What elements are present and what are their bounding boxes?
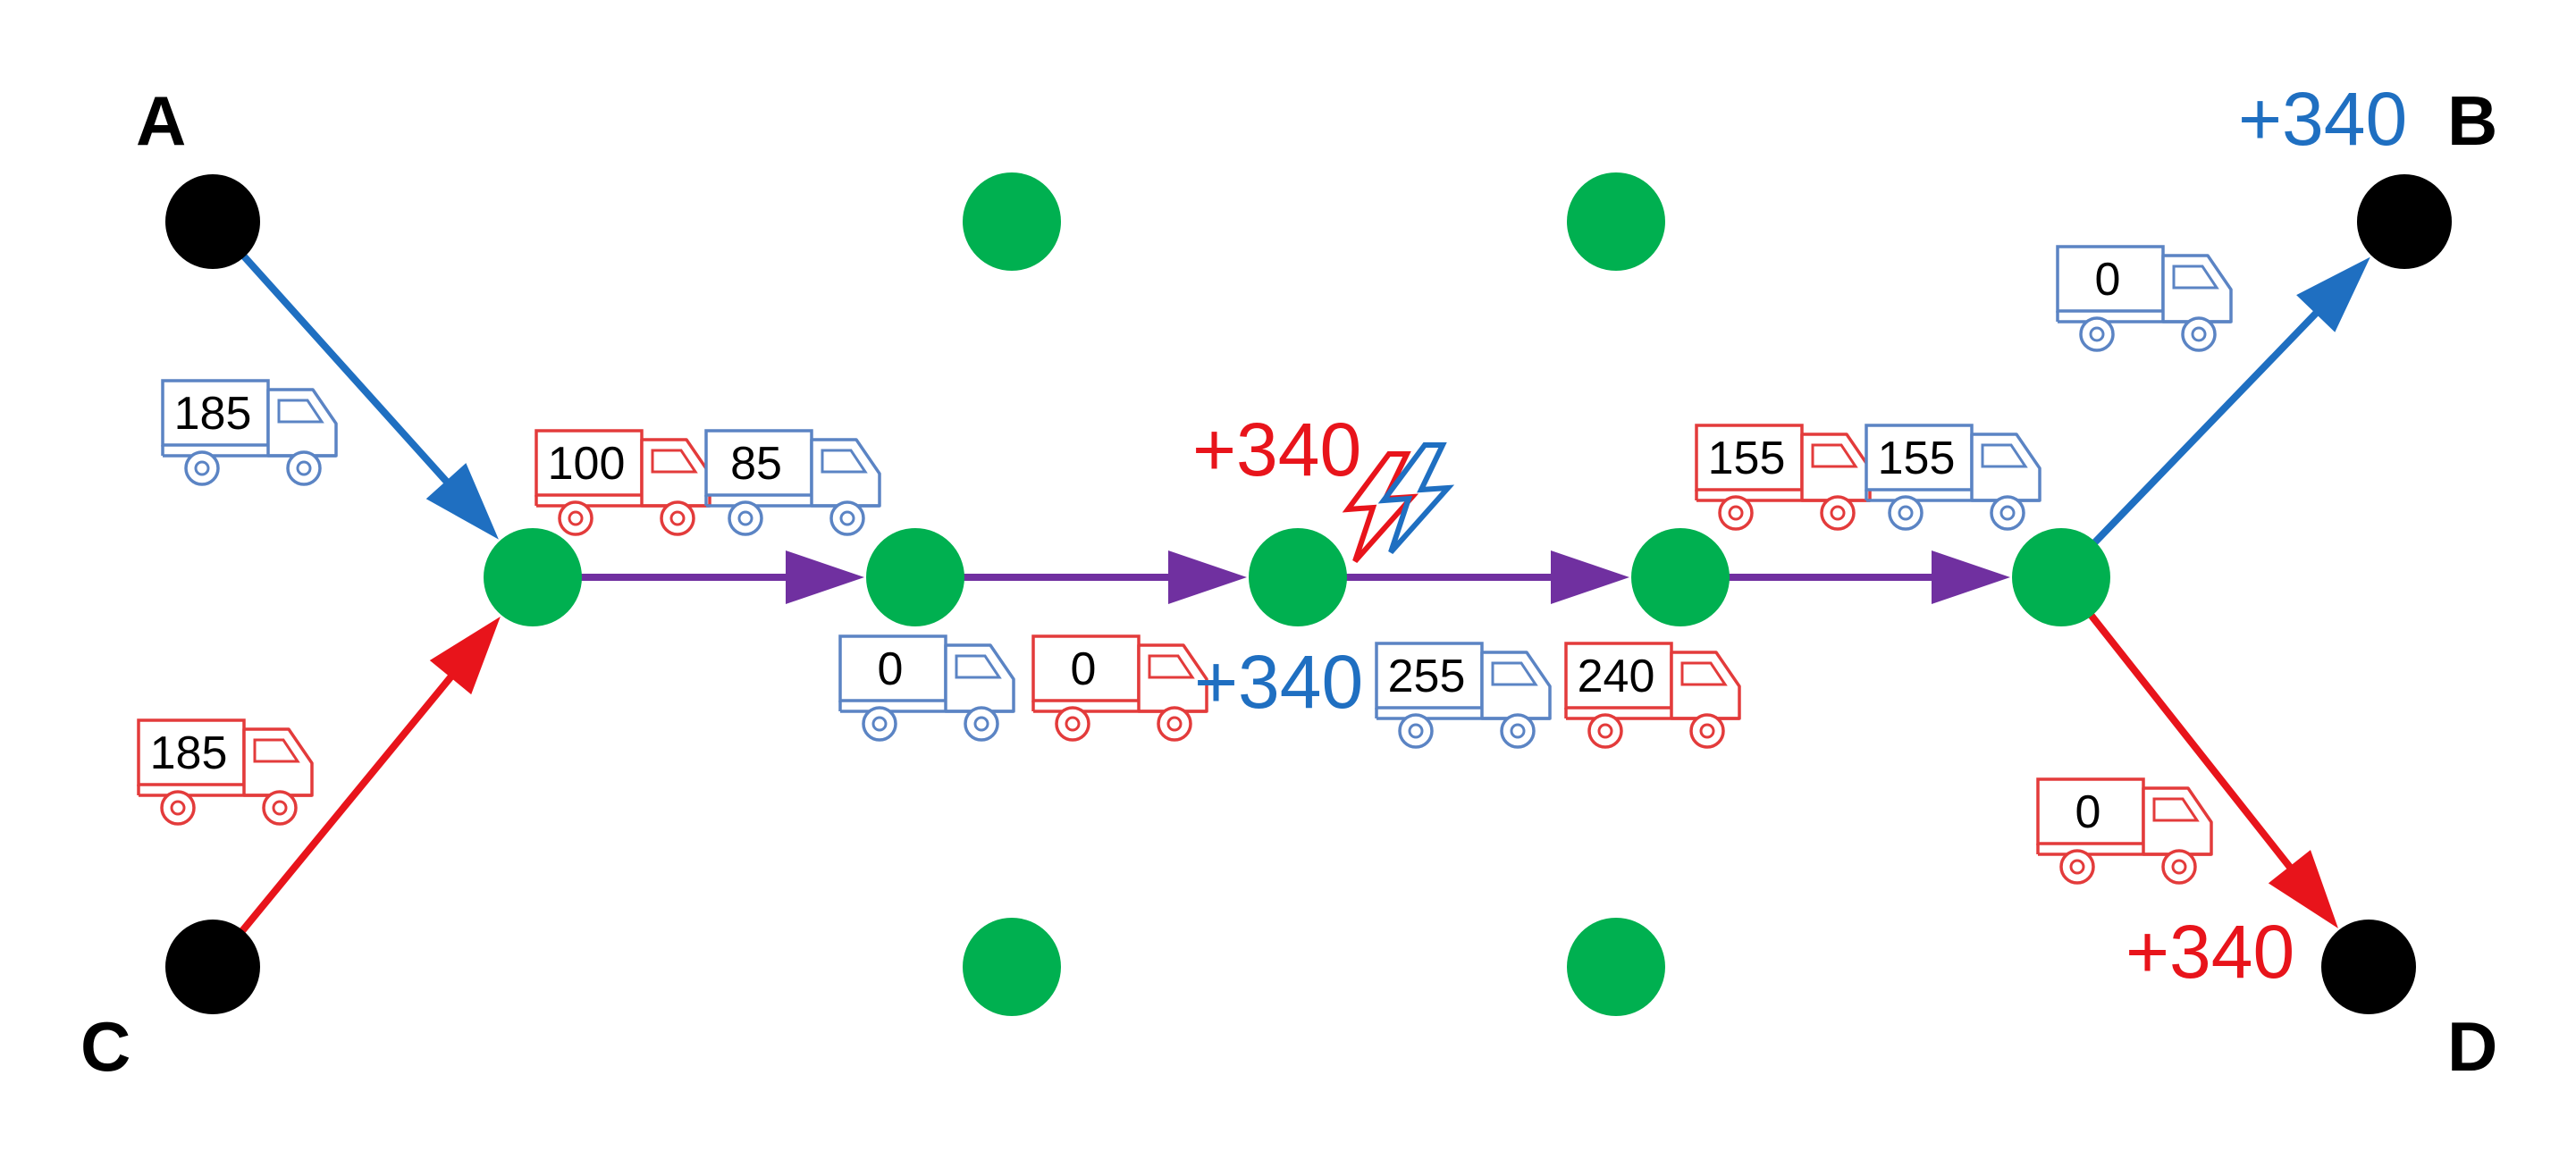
node-label-c: C — [80, 1007, 130, 1086]
truck-load-t7: 255 — [1388, 651, 1466, 702]
edge-j5-d — [2084, 608, 2338, 928]
truck-t2: 185 — [137, 718, 314, 826]
truck-t11: 0 — [2056, 245, 2233, 352]
truck-load-t11: 0 — [2095, 254, 2121, 306]
truck-t5: 0 — [838, 634, 1015, 742]
truck-t12: 0 — [2036, 777, 2213, 885]
truck-load-t2: 185 — [150, 727, 228, 779]
truck-load-t1: 185 — [174, 388, 252, 440]
node-label-a: A — [136, 81, 186, 160]
junction-node-t2 — [1567, 172, 1665, 271]
charge-label-c1: +340 — [1192, 407, 1361, 491]
junction-node-j1 — [484, 528, 582, 626]
junction-node-j5 — [2012, 528, 2110, 626]
lightning-bolt-icon — [1342, 442, 1455, 563]
edge-a-j1 — [237, 248, 499, 540]
trucks-layer: 185 185 100 85 0 0 255 240 155 155 0 0 — [137, 245, 2233, 885]
nodes-layer — [165, 172, 2452, 1016]
edge-j1-j2 — [573, 550, 864, 604]
truck-load-t8: 240 — [1578, 651, 1655, 702]
terminal-node-b — [2357, 174, 2452, 269]
truck-t4: 85 — [704, 429, 881, 536]
terminal-node-a — [165, 174, 260, 269]
truck-load-t6: 0 — [1071, 643, 1097, 695]
truck-load-t10: 155 — [1878, 433, 1956, 484]
node-label-b: B — [2447, 81, 2497, 160]
junction-node-t1 — [963, 172, 1061, 271]
edge-j4-j5 — [1721, 550, 2010, 604]
truck-t3: 100 — [535, 429, 711, 536]
truck-load-t9: 155 — [1708, 433, 1786, 484]
terminal-node-c — [165, 920, 260, 1014]
truck-load-t5: 0 — [878, 643, 904, 695]
truck-t7: 255 — [1375, 642, 1552, 749]
edge-j3-j4 — [1338, 550, 1629, 604]
truck-t6: 0 — [1031, 634, 1208, 742]
node-label-d: D — [2447, 1007, 2497, 1086]
junction-node-b1 — [963, 918, 1061, 1016]
labels-layer: A B C D +340 +340 +340 +340 — [80, 77, 2497, 1086]
truck-t10: 155 — [1865, 424, 2041, 531]
charge-label-c4: +340 — [2126, 910, 2294, 994]
truck-load-t12: 0 — [2075, 786, 2101, 838]
terminal-node-d — [2321, 920, 2416, 1014]
junction-node-j3 — [1249, 528, 1347, 626]
junction-node-j4 — [1631, 528, 1730, 626]
truck-load-t4: 85 — [730, 438, 782, 490]
edge-c-j1 — [235, 617, 501, 938]
edge-j2-j3 — [955, 550, 1247, 604]
junction-node-b2 — [1567, 918, 1665, 1016]
edges-layer — [235, 248, 2370, 938]
truck-load-t3: 100 — [548, 438, 626, 490]
truck-t9: 155 — [1695, 424, 1872, 531]
edge-j5-b — [2088, 256, 2370, 550]
truck-t8: 240 — [1564, 642, 1741, 749]
truck-t1: 185 — [161, 379, 338, 486]
charge-label-c2: +340 — [1194, 640, 1363, 724]
junction-node-j2 — [866, 528, 964, 626]
charge-label-c3: +340 — [2238, 77, 2407, 161]
